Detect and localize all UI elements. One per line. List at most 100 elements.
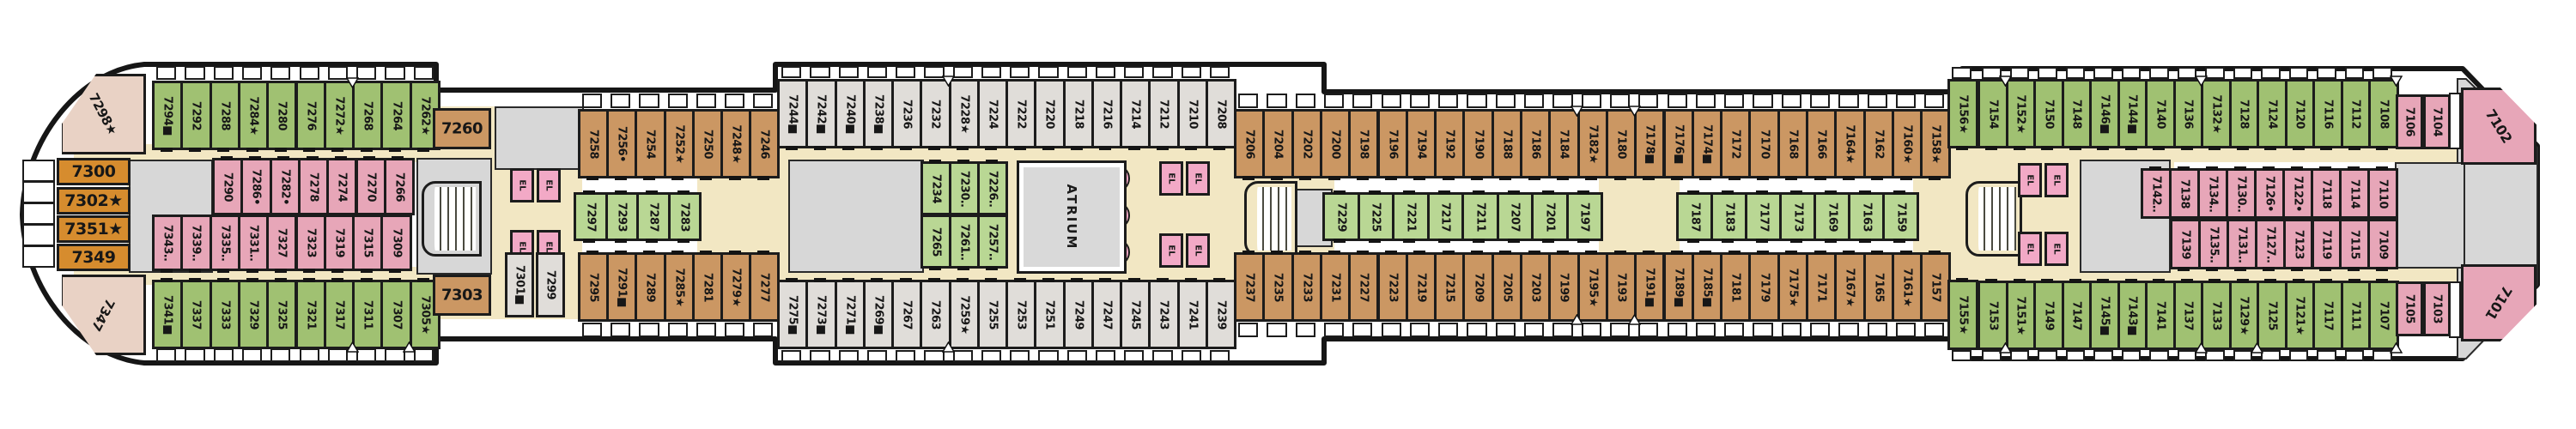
cabin-7159[interactable]: 7159 — [1882, 192, 1919, 241]
cabin-7268[interactable]: 7268 — [352, 81, 384, 150]
cabin-7261[interactable]: 7261‥ — [949, 214, 980, 269]
cabin-7170[interactable]: 7170 — [1748, 109, 1780, 178]
cabin-7235[interactable]: 7235 — [1262, 252, 1294, 322]
cabin-7189[interactable]: 7189■ — [1662, 252, 1694, 322]
cabin-7263[interactable]: 7263 — [920, 280, 951, 349]
cabin-7281[interactable]: 7281 — [691, 252, 723, 322]
cabin-7234[interactable]: 7234 — [920, 161, 951, 215]
cabin-7258[interactable]: 7258 — [578, 109, 610, 178]
cabin-7224[interactable]: 7224 — [976, 79, 1008, 148]
cabin-7327[interactable]: 7327 — [266, 214, 298, 271]
cabin-7168[interactable]: 7168 — [1777, 109, 1808, 178]
cabin-7298[interactable]: 7298★ — [62, 74, 146, 154]
cabin-7106[interactable]: 7106 — [2396, 94, 2423, 149]
cabin-7153[interactable]: 7153 — [1978, 281, 2008, 350]
cabin-7245[interactable]: 7245 — [1120, 280, 1151, 349]
cabin-7108[interactable]: 7108 — [2368, 79, 2399, 148]
cabin-7219[interactable]: 7219 — [1405, 252, 1437, 322]
cabin-7283[interactable]: 7283 — [667, 192, 702, 241]
cabin-7121[interactable]: 7121★ — [2284, 281, 2315, 350]
cabin-7107[interactable]: 7107 — [2368, 281, 2399, 350]
cabin-7233[interactable]: 7233 — [1291, 252, 1322, 322]
cabin-7297[interactable]: 7297 — [574, 192, 608, 241]
cabin-7220[interactable]: 7220 — [1034, 79, 1066, 148]
cabin-7243[interactable]: 7243 — [1148, 280, 1180, 349]
cabin-7274[interactable]: 7274 — [326, 158, 358, 215]
cabin-7192[interactable]: 7192 — [1434, 109, 1466, 178]
cabin-7215[interactable]: 7215 — [1434, 252, 1466, 322]
cabin-7166[interactable]: 7166 — [1806, 109, 1838, 178]
cabin-7193[interactable]: 7193 — [1605, 252, 1637, 322]
cabin-7270[interactable]: 7270 — [355, 158, 386, 215]
cabin-7329[interactable]: 7329 — [237, 280, 270, 349]
cabin-7141[interactable]: 7141 — [2145, 281, 2176, 350]
cabin-7273[interactable]: 7273■ — [805, 280, 837, 349]
cabin-7161[interactable]: 7161★ — [1891, 252, 1923, 322]
cabin-7279[interactable]: 7279★ — [720, 252, 752, 322]
cabin-7119[interactable]: 7119 — [2311, 219, 2342, 269]
cabin-7204[interactable]: 7204 — [1262, 109, 1294, 178]
cabin-7202[interactable]: 7202 — [1291, 109, 1322, 178]
cabin-7286[interactable]: 7286• — [240, 158, 272, 215]
cabin-7115[interactable]: 7115 — [2339, 219, 2371, 269]
cabin-7255[interactable]: 7255 — [976, 280, 1008, 349]
cabin-7335[interactable]: 7335‥ — [209, 214, 240, 271]
cabin-7185[interactable]: 7185■ — [1691, 252, 1723, 322]
cabin-7169[interactable]: 7169 — [1814, 192, 1850, 241]
cabin-7201[interactable]: 7201 — [1531, 192, 1569, 241]
cabin-7242[interactable]: 7242■ — [805, 79, 837, 148]
cabin-7118[interactable]: 7118 — [2311, 168, 2342, 219]
cabin-7278[interactable]: 7278 — [297, 158, 330, 215]
cabin-7176[interactable]: 7176■ — [1662, 109, 1694, 178]
cabin-7227[interactable]: 7227 — [1348, 252, 1380, 322]
cabin-7282[interactable]: 7282• — [269, 158, 301, 215]
cabin-7210[interactable]: 7210 — [1176, 79, 1208, 148]
cabin-7259[interactable]: 7259★ — [948, 280, 980, 349]
cabin-7128[interactable]: 7128 — [2228, 79, 2259, 148]
cabin-7277[interactable]: 7277 — [749, 252, 781, 322]
cabin-7341[interactable]: 7341■ — [152, 280, 184, 349]
cabin-7134[interactable]: 7134‥ — [2197, 168, 2228, 219]
cabin-7223[interactable]: 7223 — [1376, 252, 1408, 322]
cabin-7289[interactable]: 7289 — [635, 252, 666, 322]
cabin-7132[interactable]: 7132★ — [2201, 79, 2232, 148]
cabin-7256[interactable]: 7256• — [606, 109, 638, 178]
cabin-7331[interactable]: 7331‥ — [237, 214, 270, 271]
cabin-7104[interactable]: 7104 — [2423, 94, 2451, 149]
cabin-7131[interactable]: 7131‥ — [2226, 219, 2257, 269]
cabin-7252[interactable]: 7252★ — [663, 109, 695, 178]
cabin-7103[interactable]: 7103 — [2423, 281, 2451, 336]
cabin-7199[interactable]: 7199 — [1548, 252, 1580, 322]
cabin-7198[interactable]: 7198 — [1348, 109, 1380, 178]
cabin-7126[interactable]: 7126• — [2254, 168, 2285, 219]
cabin-7248[interactable]: 7248★ — [720, 109, 752, 178]
cabin-7299[interactable]: 7299 — [536, 252, 565, 317]
cabin-7191[interactable]: 7191■ — [1634, 252, 1666, 322]
cabin-7231[interactable]: 7231 — [1319, 252, 1352, 322]
cabin-7145[interactable]: 7145■ — [2089, 281, 2120, 350]
cabin-7154[interactable]: 7154 — [1978, 79, 2008, 148]
cabin-7142[interactable]: 7142‥ — [2141, 168, 2172, 219]
cabin-7188[interactable]: 7188 — [1491, 109, 1522, 178]
cabin-7303[interactable]: 7303 — [433, 275, 491, 316]
cabin-7240[interactable]: 7240■ — [834, 79, 866, 148]
cabin-7182[interactable]: 7182★ — [1577, 109, 1608, 178]
cabin-7122[interactable]: 7122• — [2282, 168, 2313, 219]
cabin-7181[interactable]: 7181 — [1720, 252, 1752, 322]
cabin-7123[interactable]: 7123 — [2282, 219, 2314, 269]
cabin-7136[interactable]: 7136 — [2172, 79, 2203, 148]
cabin-7196[interactable]: 7196 — [1376, 109, 1408, 178]
cabin-7343[interactable]: 7343‥ — [152, 214, 184, 271]
cabin-7173[interactable]: 7173 — [1779, 192, 1816, 241]
cabin-7238[interactable]: 7238■ — [862, 79, 894, 148]
cabin-7276[interactable]: 7276 — [295, 81, 326, 150]
cabin-7232[interactable]: 7232 — [920, 79, 951, 148]
cabin-7347[interactable]: 7347 — [62, 275, 146, 355]
cabin-7284[interactable]: 7284★ — [237, 81, 270, 150]
cabin-7129[interactable]: 7129★ — [2228, 281, 2259, 350]
cabin-7144[interactable]: 7144■ — [2117, 79, 2148, 148]
cabin-7116[interactable]: 7116 — [2312, 79, 2343, 148]
cabin-7295[interactable]: 7295 — [578, 252, 610, 322]
cabin-7319[interactable]: 7319 — [323, 214, 355, 271]
cabin-7186[interactable]: 7186 — [1520, 109, 1552, 178]
